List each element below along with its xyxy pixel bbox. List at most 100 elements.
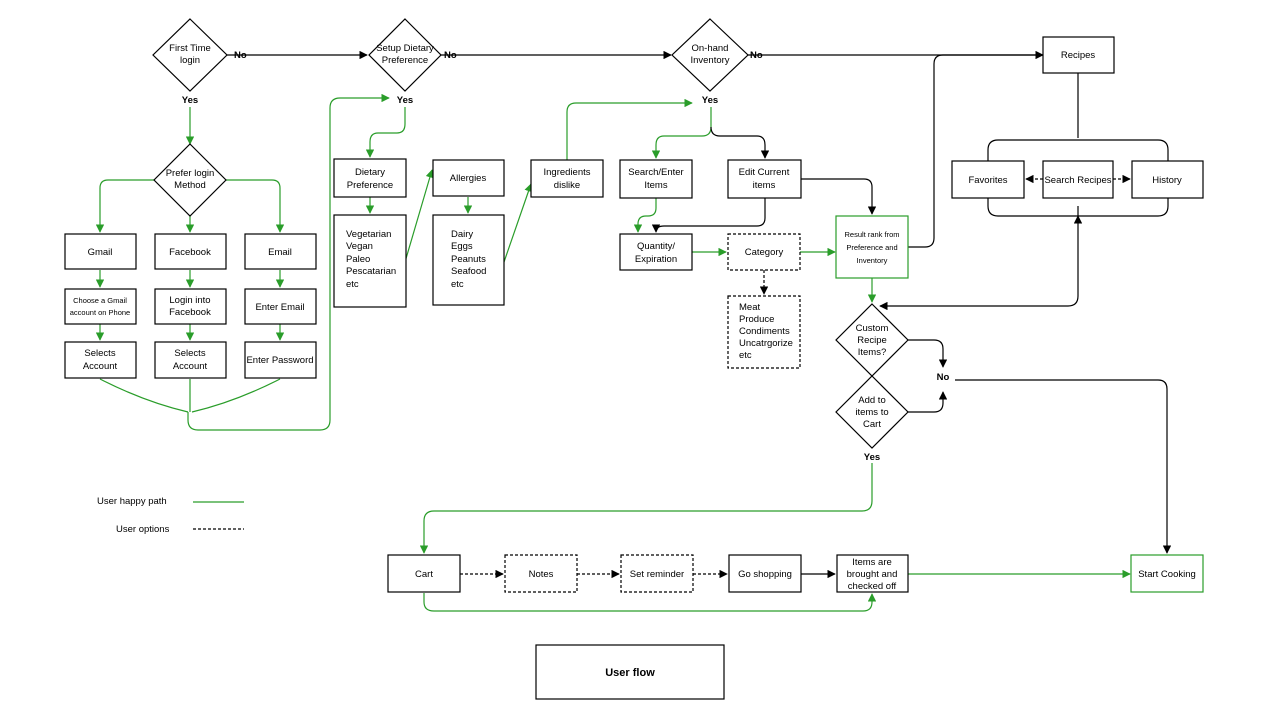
decision-custom-line1: Custom: [856, 323, 889, 334]
decision-addcart-line1: Add to: [858, 395, 885, 406]
box-search-line1: Search/Enter: [628, 167, 683, 178]
edge-cart-brought: [423, 593, 877, 612]
label-no-4: No: [937, 372, 950, 383]
pref-item-3: Paleo: [346, 254, 370, 265]
decision-first-time-line1: First Time: [169, 43, 211, 54]
box-preference-list: Vegetarian Vegan Paleo Pescatarian etc: [333, 214, 407, 308]
box-email-label: Email: [268, 247, 292, 258]
box-enter-email: Enter Email: [244, 288, 317, 325]
label-no-2: No: [444, 50, 457, 61]
box-selects-2-line2: Account: [173, 361, 208, 372]
edge-prefer-email: [226, 179, 285, 233]
box-search-line2: Items: [644, 180, 667, 191]
box-enter-password-label: Enter Password: [246, 355, 313, 366]
label-no-1: No: [234, 50, 247, 61]
box-history-label: History: [1152, 175, 1182, 186]
box-dietary-line2: Preference: [347, 180, 393, 191]
box-quantity-line2: Expiration: [635, 254, 677, 265]
box-dislike-line2: dislike: [554, 180, 580, 191]
box-category-list: Meat Produce Condiments Uncatrgorize etc: [727, 295, 801, 369]
box-category: Category: [727, 233, 801, 271]
box-category-label: Category: [745, 247, 784, 258]
box-items-brought: Items are brought and checked off: [836, 554, 909, 593]
edge-search-quantity: [633, 198, 657, 233]
edge-addcart-no: [908, 391, 948, 413]
decision-custom-recipe: Custom Recipe Items?: [835, 303, 909, 377]
box-dietary-line1: Dietary: [355, 167, 385, 178]
category-item-3: Condiments: [739, 326, 790, 337]
category-item-2: Produce: [739, 314, 774, 325]
box-login-facebook-line1: Login into: [169, 295, 210, 306]
legend-options-label: User options: [116, 524, 170, 535]
box-allergies: Allergies: [432, 159, 505, 197]
edge-merge: [99, 378, 281, 413]
box-edit-current: Edit Current items: [727, 159, 802, 199]
edge-login-to-setup: [187, 93, 390, 431]
decision-onhand-line1: On-hand: [692, 43, 729, 54]
decision-custom-line2: Recipe: [857, 335, 887, 346]
decision-prefer-line2: Method: [174, 180, 206, 191]
box-selects-account-gmail: Selects Account: [64, 341, 137, 379]
decision-addcart-line3: Cart: [863, 419, 881, 430]
decision-first-time-login: First Time login: [152, 18, 228, 92]
decision-prefer-line1: Prefer login: [166, 168, 215, 179]
box-result-line2: Preference and: [846, 243, 897, 252]
box-reminder-label: Set reminder: [630, 569, 684, 580]
box-cart: Cart: [387, 554, 461, 593]
pref-item-2: Vegan: [346, 241, 373, 252]
box-quantity-expiration: Quantity/ Expiration: [619, 233, 693, 271]
box-history: History: [1131, 160, 1204, 199]
box-result-line1: Result rank from: [844, 230, 899, 239]
box-facebook-label: Facebook: [169, 247, 211, 258]
box-search-recipes-label: Search Recipes: [1044, 175, 1111, 186]
edge-yes-edit: [710, 126, 770, 159]
box-enter-password: Enter Password: [244, 341, 317, 379]
box-edit-line1: Edit Current: [739, 167, 790, 178]
edge-yes-search: [651, 107, 712, 159]
decision-add-to-cart: Add to items to Cart: [835, 375, 909, 449]
box-selects-1-line1: Selects: [84, 348, 115, 359]
box-edit-line2: items: [753, 180, 776, 191]
category-item-1: Meat: [739, 302, 760, 313]
edge-yes-dietary: [365, 107, 406, 158]
box-gmail-label: Gmail: [88, 247, 113, 258]
box-set-reminder: Set reminder: [620, 554, 694, 593]
box-notes-label: Notes: [529, 569, 554, 580]
box-result-line3: Inventory: [857, 256, 888, 265]
decision-setup-line1: Setup Dietary: [376, 43, 434, 54]
allergy-item-2: Eggs: [451, 241, 473, 252]
box-email: Email: [244, 233, 317, 270]
edge-result-recipes: [908, 54, 1043, 248]
pref-item-5: etc: [346, 279, 359, 290]
box-brought-line2: brought and: [847, 569, 898, 580]
box-favorites: Favorites: [951, 160, 1025, 199]
box-facebook: Facebook: [154, 233, 227, 270]
box-dietary-preference: Dietary Preference: [333, 158, 407, 198]
diagram-title: User flow: [605, 667, 655, 679]
box-selects-1-line2: Account: [83, 361, 118, 372]
allergy-item-1: Dairy: [451, 229, 473, 240]
box-start-cooking-label: Start Cooking: [1138, 569, 1196, 580]
edge-recipes-merge: [987, 198, 1169, 217]
box-login-facebook: Login into Facebook: [154, 288, 227, 325]
edge-edit-result: [801, 178, 877, 215]
box-search-recipes: Search Recipes: [1042, 160, 1114, 199]
label-yes-4: Yes: [864, 452, 880, 463]
decision-on-hand-inventory: On-hand Inventory: [671, 18, 749, 92]
allergy-item-4: Seafood: [451, 266, 486, 277]
title-box: User flow: [535, 644, 725, 700]
edge-no-startcooking: [955, 379, 1172, 554]
box-brought-line3: checked off: [848, 581, 897, 592]
box-result-rank: Result rank from Preference and Inventor…: [835, 215, 909, 279]
decision-setup-line2: Preference: [382, 55, 428, 66]
box-choose-gmail: Choose a Gmail account on Phone: [64, 288, 137, 325]
edge-list-dislike: [503, 183, 533, 263]
box-quantity-line1: Quantity/: [637, 241, 675, 252]
box-recipes-label: Recipes: [1061, 50, 1096, 61]
decision-setup-dietary: Setup Dietary Preference: [368, 18, 442, 92]
box-go-shopping: Go shopping: [728, 554, 802, 593]
edge-custom-no: [908, 339, 948, 368]
edge-prefer-gmail: [95, 179, 154, 233]
box-selects-account-facebook: Selects Account: [154, 341, 227, 379]
box-search-enter: Search/Enter Items: [619, 159, 693, 199]
